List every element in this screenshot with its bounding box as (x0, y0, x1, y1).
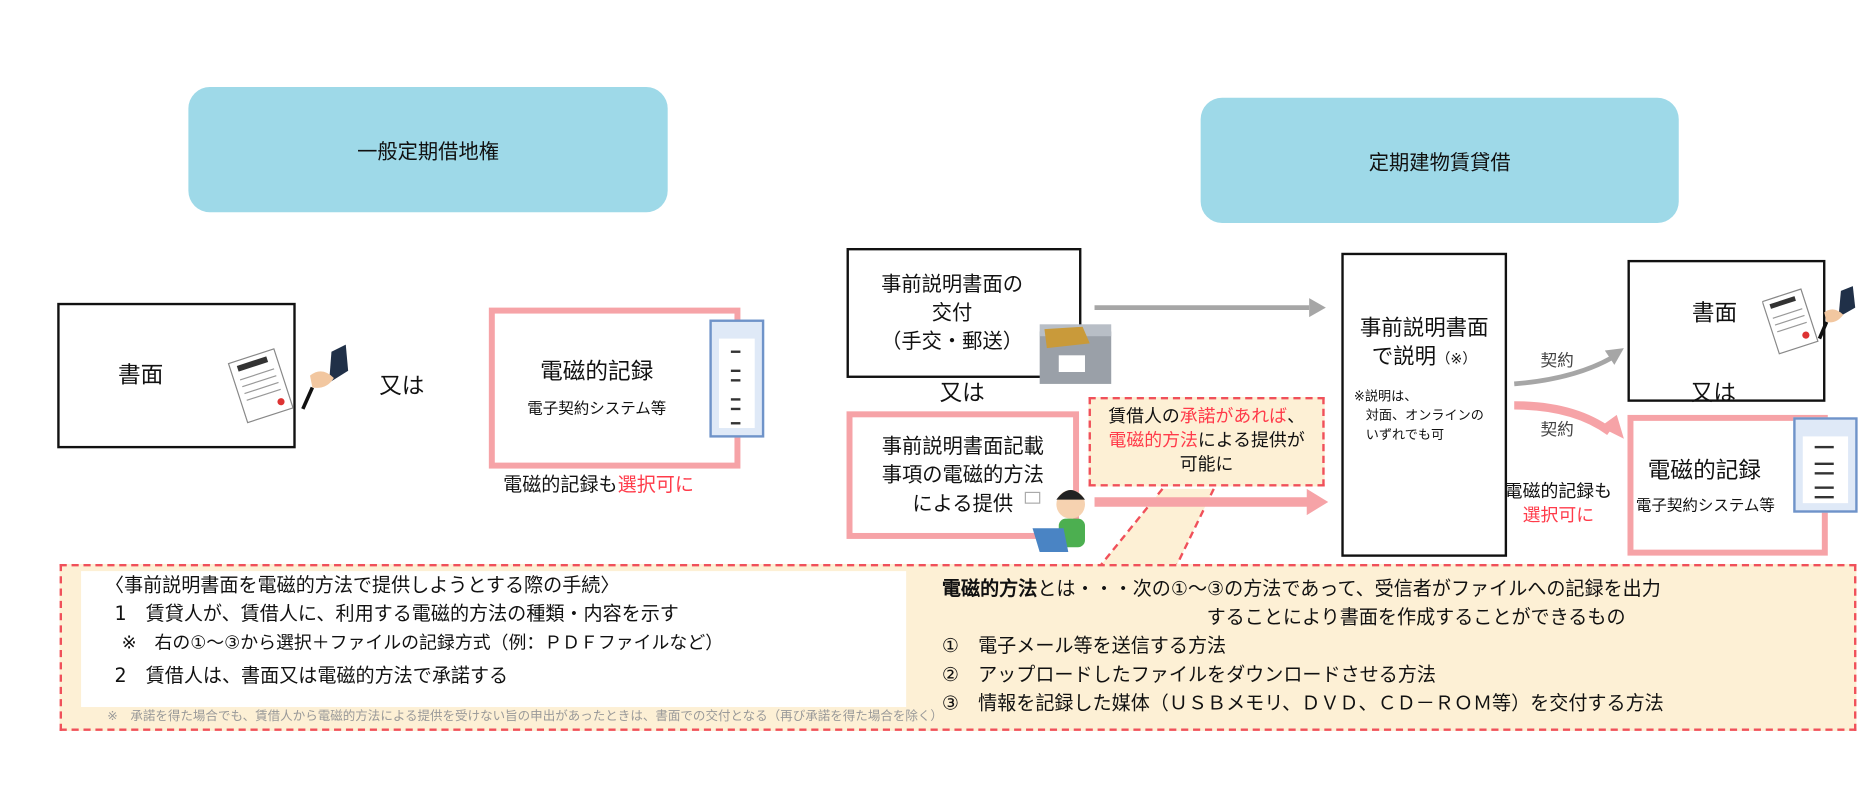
box-mark: （※） (1436, 350, 1477, 368)
note-red-text: 選択可に (617, 473, 694, 496)
procedure-box: 〈事前説明書面を電磁的方法で提供しようとする際の手続〉 1 賃貸人が、賃借人に、… (81, 571, 907, 708)
consent-callout: 賃借人の承諾があれば、 電磁的方法による提供が 可能に (1088, 397, 1325, 487)
electronic-provision-box: 事前説明書面記載 事項の電磁的方法 による提供 (846, 411, 1080, 539)
box-line: （手交・郵送） (881, 329, 1023, 354)
box-line: 事前説明書面 (1359, 315, 1489, 341)
right-note: 電磁的記録も選択可に (1505, 479, 1612, 527)
electronic-document-icon (1793, 417, 1858, 513)
procedure-note: ※ 右の①～③から選択＋ファイルの記録方式（例：ＰＤＦファイルなど） (121, 631, 724, 654)
electronic-record-title: 電磁的記録 (540, 358, 654, 386)
procedure-title: 〈事前説明書面を電磁的方法で提供しようとする際の手続〉 (104, 573, 620, 597)
box-line: 交付 (931, 301, 973, 325)
electronic-record-title: 電磁的記録 (1647, 457, 1762, 484)
electronic-record-sub: 電子契約システム等 (1635, 496, 1775, 515)
contract-label: 契約 (1540, 351, 1574, 371)
methods-definition: 電磁的方法とは・・・次の①～③の方法であって、受信者がファイルへの記録を出力 す… (942, 575, 1664, 718)
electronic-document-icon (709, 319, 765, 438)
or-label: 又は (1690, 380, 1737, 407)
box-note: 対面、オンラインの (1365, 407, 1484, 424)
header-label: 一般定期借地権 (357, 140, 499, 165)
header-general-fixed-term-land-lease: 一般定期借地権 (188, 87, 668, 213)
box-line: 事前説明書面の (881, 272, 1023, 297)
note-text: 電磁的記録も (503, 473, 618, 496)
paper-label: 書面 (1691, 299, 1738, 327)
procedure-step: 2 賃借人は、書面又は電磁的方法で承諾する (114, 664, 509, 687)
method-item: ② アップロードしたファイルをダウンロードさせる方法 (941, 662, 1436, 686)
electronic-record-sub: 電子契約システム等 (527, 400, 667, 419)
methods-def: とは・・・次の①～③の方法であって、受信者がファイルへの記録を出力 (1037, 577, 1661, 600)
header-fixed-term-building-lease: 定期建物賃貸借 (1200, 97, 1679, 223)
note-red-text: 選択可に (1522, 504, 1595, 526)
callout-text: 可能に (1179, 453, 1234, 475)
box-note: ※説明は、 (1353, 388, 1418, 405)
box-line: 事項の電磁的方法 (881, 463, 1044, 488)
box-line: で説明 (1371, 344, 1437, 370)
electronic-record-box-left: 電磁的記録 電子契約システム等 (488, 307, 741, 469)
methods-term: 電磁的方法 (941, 577, 1038, 600)
or-label: 又は (939, 380, 985, 407)
callout-text: 賃借人の (1108, 405, 1180, 427)
contract-label: 契約 (1540, 420, 1574, 440)
note-text: 電磁的記録も (1504, 480, 1613, 502)
gray-arrow (1094, 298, 1326, 318)
procedure-footnote: ※ 承諾を得た場合でも、賃借人から電磁的方法による提供を受けない旨の申出があった… (107, 709, 943, 724)
box-note: いずれでも可 (1365, 426, 1445, 443)
callout-text: による提供が (1197, 429, 1305, 451)
person-with-laptop-icon (1024, 490, 1085, 553)
callout-text: 、 (1287, 405, 1305, 427)
procedure-step: 1 賃貸人が、賃借人に、利用する電磁的方法の種類・内容を示す (114, 602, 679, 625)
methods-def: することにより書面を作成することができるもの (1206, 605, 1626, 629)
paper-delivery-box: 事前説明書面の 交付 （手交・郵送） (846, 247, 1082, 378)
explanation-box: 事前説明書面 で説明（※） ※説明は、 対面、オンラインの いずれでも可 (1341, 252, 1508, 557)
left-note: 電磁的記録も選択可に (503, 469, 694, 498)
box-line: による提供 (912, 491, 1014, 516)
method-item: ③ 情報を記録した媒体（ＵＳＢメモリ、ＤＶＤ、ＣＤ－ＲＯＭ等）を交付する方法 (941, 691, 1664, 715)
method-item: ① 電子メール等を送信する方法 (941, 634, 1227, 657)
box-line: 事前説明書面記載 (881, 434, 1044, 459)
mailbox-icon (1039, 324, 1112, 384)
header-label: 定期建物賃貸借 (1368, 151, 1511, 176)
contract-signing-icon (227, 344, 349, 424)
or-label: 又は (379, 373, 425, 400)
paper-label: 書面 (118, 362, 164, 389)
callout-red-text: 電磁的方法 (1108, 429, 1198, 451)
contract-signing-icon (1762, 286, 1856, 355)
callout-red-text: 承諾があれば (1179, 405, 1288, 427)
